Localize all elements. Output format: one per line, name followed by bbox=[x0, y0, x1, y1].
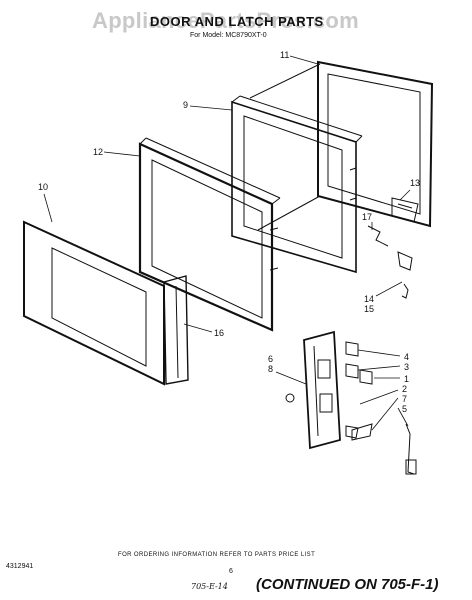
callout-3: 3 bbox=[404, 362, 409, 372]
callout-5: 5 bbox=[402, 404, 407, 414]
part-17-spring bbox=[367, 225, 389, 247]
callout-9: 9 bbox=[183, 100, 188, 110]
callout-16: 16 bbox=[214, 328, 224, 338]
part-14-15-latch bbox=[397, 251, 413, 299]
model-number: For Model: MC8790XT-0 bbox=[190, 32, 267, 39]
document-number: 4312941 bbox=[6, 563, 34, 570]
callout-17: 17 bbox=[362, 212, 372, 222]
callout-7: 7 bbox=[402, 394, 407, 404]
continued-note: (CONTINUED ON 705-F-1) bbox=[256, 576, 439, 593]
switch-parts bbox=[345, 341, 373, 441]
page-number: 6 bbox=[229, 568, 233, 575]
callout-2: 2 bbox=[402, 384, 407, 394]
callout-12: 12 bbox=[93, 147, 103, 157]
callout-14: 14 bbox=[364, 294, 374, 304]
watermark-text: AppliancePartsPros.com bbox=[92, 8, 360, 33]
page-title: DOOR AND LATCH PARTS bbox=[150, 14, 324, 29]
part-13-latch-plate bbox=[391, 197, 419, 223]
callout-labels: 11 9 12 13 10 17 14 15 16 6 8 4 3 1 2 7 … bbox=[38, 50, 420, 414]
part-16-choke-strip bbox=[163, 275, 189, 385]
part-12-main-frame bbox=[138, 137, 281, 332]
part-5-latch-lever bbox=[405, 423, 417, 475]
handwritten-reference: 705-E-14 bbox=[191, 582, 228, 591]
callout-15: 15 bbox=[364, 304, 374, 314]
callout-10: 10 bbox=[38, 182, 48, 192]
callout-1: 1 bbox=[404, 374, 409, 384]
part-11-rear-frame bbox=[249, 60, 434, 231]
callout-13: 13 bbox=[410, 178, 420, 188]
leader-lines bbox=[43, 55, 411, 431]
callout-8: 8 bbox=[268, 364, 273, 374]
callout-6: 6 bbox=[268, 354, 273, 364]
latch-housing bbox=[285, 330, 341, 450]
part-10-door-glass bbox=[23, 220, 165, 386]
callout-11: 11 bbox=[280, 50, 289, 60]
ordering-note: FOR ORDERING INFORMATION REFER TO PARTS … bbox=[118, 552, 316, 558]
callout-4: 4 bbox=[404, 352, 409, 362]
part-9-inner-panel bbox=[231, 95, 363, 274]
